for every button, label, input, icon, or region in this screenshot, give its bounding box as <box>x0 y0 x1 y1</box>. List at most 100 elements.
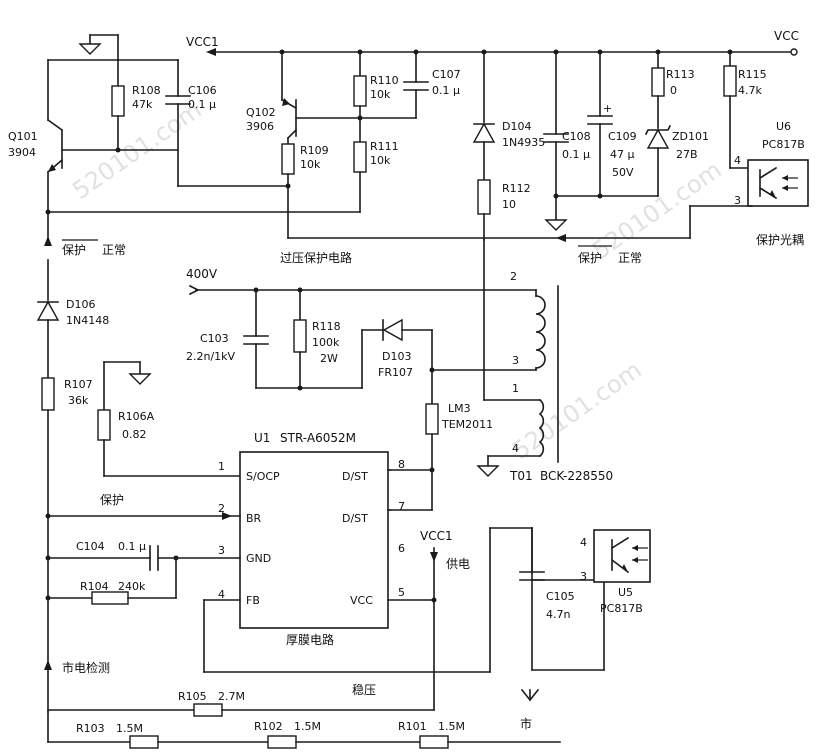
normal-label-right: 正常 <box>618 251 642 265</box>
resistor-r110 <box>353 75 367 107</box>
normal-label-left: 正常 <box>102 243 126 257</box>
r101-value: 1.5M <box>438 720 465 733</box>
r106a-value: 0.82 <box>122 428 147 441</box>
r106a-group: R106A 0.82 <box>97 361 241 477</box>
protect-br-label: 保护 <box>100 493 124 507</box>
protect-label-right: 保护 <box>578 251 602 265</box>
fb-vcc-group: 稳压 VCC1 供电 R105 2.7M 市电检测 <box>44 527 605 717</box>
pin-d-st-2: D/ST <box>342 512 368 525</box>
c109-voltage: 50V <box>612 166 634 179</box>
resistor-r115 <box>723 65 737 97</box>
r113-label: R113 <box>666 68 695 81</box>
r110-label: R110 <box>370 74 399 87</box>
resistor-r112 <box>477 179 491 215</box>
resistor-r113 <box>651 67 665 97</box>
vcc1-label-top: VCC1 <box>186 35 219 49</box>
d106-type: 1N4148 <box>66 314 109 327</box>
watermark-2: 520101.com <box>507 356 646 465</box>
c105-label: C105 <box>546 590 575 603</box>
pin-vcc: VCC <box>350 594 373 607</box>
c109-label: C109 <box>608 130 637 143</box>
pin2-num: 2 <box>218 502 225 515</box>
vcc-rail: VCC1 VCC <box>186 29 799 56</box>
ground-icon-t01 <box>476 465 500 477</box>
vcc1-label-mid: VCC1 <box>420 529 453 543</box>
u5-group: C105 4.7n 4 3 U5 PC817B <box>519 527 651 702</box>
regulation-label: 稳压 <box>352 682 376 697</box>
pin-br: BR <box>246 512 262 525</box>
bottom-chain: R103 1.5M R102 1.5M R101 1.5M 市 <box>47 711 561 749</box>
watermark-3: 520101.com <box>587 156 726 265</box>
r109-label: R109 <box>300 144 329 157</box>
optocoupler-u6 <box>747 159 809 207</box>
t01-type: BCK-228550 <box>540 469 613 483</box>
c109-value: 47 µ <box>610 148 635 161</box>
r102-label: R102 <box>254 720 283 733</box>
v400-label: 400V <box>186 267 218 281</box>
r108-value: 47k <box>132 98 153 111</box>
zd101-value: 27B <box>676 148 698 161</box>
r111-value: 10k <box>370 154 391 167</box>
u1-type: STR-A6052M <box>280 431 356 445</box>
q101-type: 3904 <box>8 146 36 159</box>
r115-value: 4.7k <box>738 84 762 97</box>
r103-value: 1.5M <box>116 722 143 735</box>
r104-label: R104 <box>80 580 109 593</box>
protect-label-left: 保护 <box>62 243 86 257</box>
u5-label: U5 <box>618 586 633 599</box>
pin8-num: 8 <box>398 458 405 471</box>
u6-label: U6 <box>776 120 791 133</box>
r112-label: R112 <box>502 182 531 195</box>
r105-label: R105 <box>178 690 207 703</box>
protect-optocoupler-label: 保护光耦 <box>756 233 804 247</box>
diode-d104 <box>472 122 496 143</box>
q102-group: Q102 3906 R109 10k R110 10k C107 0.1 µ R… <box>177 49 691 265</box>
pin3-num: 3 <box>218 544 225 557</box>
d104-label: D104 <box>502 120 531 133</box>
pin-fb: FB <box>246 594 260 607</box>
optocoupler-u5 <box>593 529 651 583</box>
vcc-label-top: VCC <box>774 29 799 43</box>
r113-value: 0 <box>670 84 677 97</box>
diode-d106 <box>36 300 60 321</box>
u5-pin3: 3 <box>580 570 587 583</box>
resistor-r101 <box>419 735 449 749</box>
r109-value: 10k <box>300 158 321 171</box>
q101-group: R108 47k C106 0.1 µ Q101 3904 保护 正常 <box>8 34 361 257</box>
ic-u1: U1 STR-A6052M S/OCP BR GND FB D/ST D/ST … <box>218 431 405 647</box>
mains-detect-label: 市电检测 <box>62 660 110 675</box>
r103-label: R103 <box>76 722 105 735</box>
resistor-r102 <box>267 735 297 749</box>
r108-label: R108 <box>132 84 161 97</box>
c103-value: 2.2n/1kV <box>186 350 236 363</box>
diode-d103 <box>382 318 403 342</box>
mains-bottom-label: 市 <box>520 716 532 731</box>
c104-label: C104 <box>76 540 105 553</box>
ovp-title: 过压保护电路 <box>280 250 352 265</box>
d104-group: D104 1N4935 R112 10 <box>472 49 545 401</box>
c105-value: 4.7n <box>546 608 570 621</box>
r107-value: 36k <box>68 394 89 407</box>
resistor-r111 <box>353 141 367 173</box>
c108-value: 0.1 µ <box>562 148 590 161</box>
u1-label: U1 <box>254 431 270 445</box>
pin5-num: 5 <box>398 586 405 599</box>
input-400v: 400V C103 2.2n/1kV R118 100k 2W D103 FR1… <box>186 267 537 405</box>
t-pin2: 2 <box>510 270 517 283</box>
pin-gnd: GND <box>246 552 271 565</box>
r107-label: R107 <box>64 378 93 391</box>
zd101-label: ZD101 <box>672 130 709 143</box>
r111-label: R111 <box>370 140 399 153</box>
resistor-r106a <box>97 409 111 441</box>
d104-type: 1N4935 <box>502 136 545 149</box>
resistor-r103 <box>129 735 159 749</box>
pin-d-st-1: D/ST <box>342 470 368 483</box>
pin6-num: 6 <box>398 542 405 555</box>
transformer-t01: 2 3 1 4 T01 BCK-228550 <box>431 270 613 483</box>
left-chain: D106 1N4148 R107 36k <box>36 259 109 713</box>
lm3-group: LM3 TEM2011 <box>389 402 493 511</box>
resistor-r107 <box>41 377 55 411</box>
resistor-r105 <box>193 703 223 717</box>
zener-zd101 <box>646 128 670 149</box>
